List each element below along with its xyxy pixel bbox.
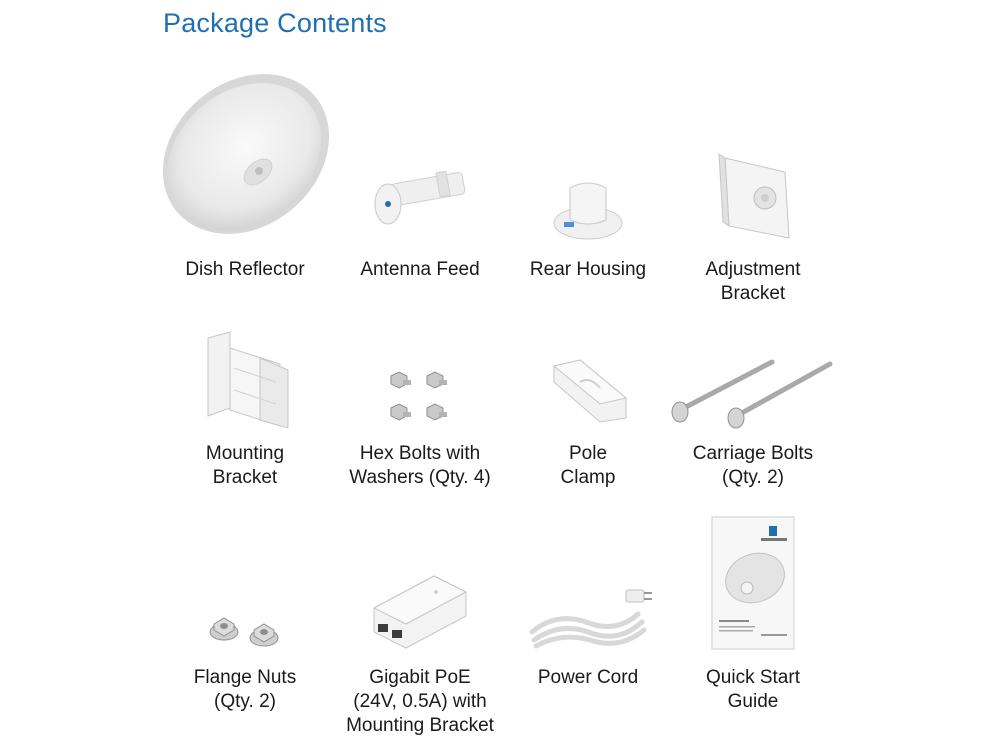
pole-clamp-label: Pole Clamp <box>560 443 616 488</box>
poe-adapter-label: Gigabit PoE (24V, 0.5A) with Mounting Br… <box>346 667 494 736</box>
carriage-bolts-icon <box>668 356 838 429</box>
poe-adapter-icon <box>370 568 470 653</box>
rear-housing-label: Rear Housing <box>529 259 647 280</box>
rear-housing-icon <box>552 178 627 243</box>
antenna-feed-label: Antenna Feed <box>360 259 480 280</box>
antenna-feed-icon <box>372 160 472 230</box>
page-title: Package Contents <box>163 8 387 38</box>
power-cord-label: Power Cord <box>537 667 639 688</box>
mounting-bracket-icon <box>200 328 295 433</box>
power-cord-icon <box>526 578 656 653</box>
pole-clamp-icon <box>550 358 630 423</box>
dish-reflector-icon <box>158 66 333 241</box>
carriage-bolts-label: Carriage Bolts (Qty. 2) <box>692 443 814 488</box>
flange-nuts-icon <box>208 610 283 650</box>
flange-nuts-label: Flange Nuts (Qty. 2) <box>193 667 297 712</box>
dish-reflector-label: Dish Reflector <box>185 259 305 280</box>
adjustment-bracket-icon <box>715 150 800 245</box>
quick-start-guide-label: Quick Start Guide <box>706 667 800 712</box>
hex-bolts-label: Hex Bolts with Washers (Qty. 4) <box>349 443 491 488</box>
hex-bolts-icon <box>385 370 455 430</box>
adjustment-bracket-label: Adjustment Bracket <box>705 259 801 304</box>
mounting-bracket-label: Mounting Bracket <box>205 443 285 488</box>
quick-start-guide-icon <box>711 516 795 650</box>
